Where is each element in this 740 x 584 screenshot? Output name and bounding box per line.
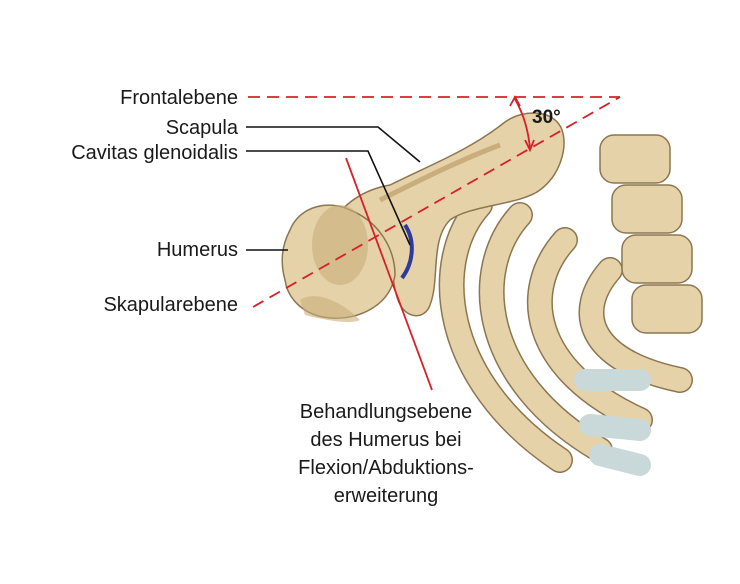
label-angle-30: 30° bbox=[532, 107, 561, 128]
leader-cavitas bbox=[246, 150, 411, 246]
rib-cage bbox=[438, 192, 693, 476]
leader-lines bbox=[246, 126, 421, 251]
behandlung-line-2: des Humerus bei bbox=[310, 429, 462, 451]
leader-scapula bbox=[246, 126, 421, 163]
scapular-plane-line bbox=[252, 96, 621, 308]
label-frontalebene: Frontalebene bbox=[120, 87, 238, 109]
spine bbox=[599, 134, 703, 334]
label-cavitas-glenoidalis: Cavitas glenoidalis bbox=[71, 142, 238, 164]
behandlung-line-3: Flexion/Abduktions- bbox=[298, 457, 474, 479]
angle-arc bbox=[514, 98, 531, 149]
plane-lines bbox=[248, 95, 621, 391]
glenoid-surface bbox=[400, 223, 414, 280]
label-behandlungsebene: Behandlungsebene des Humerus bei Flexion… bbox=[270, 398, 502, 510]
label-skapularebene: Skapularebene bbox=[103, 294, 238, 316]
treatment-plane-line bbox=[345, 157, 433, 391]
label-humerus: Humerus bbox=[156, 239, 238, 261]
behandlung-line-4: erweiterung bbox=[333, 485, 439, 507]
behandlung-line-1: Behandlungsebene bbox=[299, 401, 473, 423]
label-scapula: Scapula bbox=[165, 117, 238, 139]
